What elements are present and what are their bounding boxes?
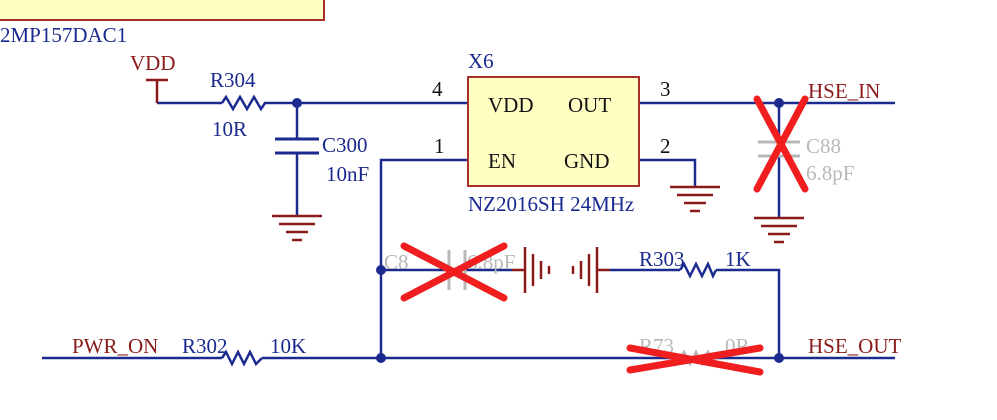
c88-ref: C88: [806, 134, 841, 158]
r303-symbol: [678, 260, 718, 280]
top-cut-component-body: [0, 0, 325, 21]
wires: [42, 101, 895, 360]
x6-pin-gnd: GND: [564, 149, 610, 173]
dnp-cross-c88: [753, 95, 809, 193]
junction-dot: [774, 353, 784, 363]
x6-pin2-num: 2: [660, 134, 671, 158]
ground-c88: [754, 216, 804, 244]
wire-en-net: [379, 158, 468, 358]
c300-value: 10nF: [326, 162, 369, 186]
r302-value: 10K: [270, 334, 306, 358]
oscillator-x6: X6 NZ2016SH 24MHz 4 1 3 2 VDD OUT EN GND: [432, 49, 671, 216]
net-labels: HSE_IN HSE_OUT PWR_ON: [72, 79, 902, 358]
junction-dot: [292, 98, 302, 108]
x6-pin3-num: 3: [660, 77, 671, 101]
r303-value: 1K: [725, 247, 751, 271]
junction-dot: [376, 353, 386, 363]
capacitor-c300: C300 10nF: [275, 133, 369, 186]
wire-x6-gnd: [639, 158, 697, 187]
junction-dot: [774, 98, 784, 108]
vdd-power-port: VDD: [130, 51, 176, 103]
r303-ref: R303: [639, 247, 685, 271]
dnp-cross-c87: [400, 242, 508, 302]
r302-ref: R302: [182, 334, 228, 358]
x6-part: NZ2016SH 24MHz: [468, 192, 634, 216]
c88-value: 6.8pF: [806, 161, 854, 185]
junction-dot: [376, 265, 386, 275]
r302-symbol: [220, 349, 263, 367]
ground-x6: [670, 185, 720, 213]
resistor-r302: R302 10K: [182, 334, 306, 367]
net-label-hse-out: HSE_OUT: [808, 334, 902, 358]
x6-pin-en: EN: [488, 149, 516, 173]
c87-ref: C8: [384, 250, 409, 274]
c300-ref: C300: [322, 133, 368, 157]
junctions: [292, 98, 784, 363]
x6-pin-out: OUT: [568, 93, 611, 117]
x6-body: [467, 76, 640, 187]
dnp-cross-r73: [626, 344, 764, 376]
net-label-pwr-on: PWR_ON: [72, 334, 158, 358]
r304-symbol: [220, 94, 268, 112]
ground-c87-right: [512, 247, 551, 293]
capacitor-c88: C88 6.8pF: [758, 134, 854, 185]
resistor-r303: R303 1K: [639, 247, 751, 280]
x6-ref: X6: [468, 49, 494, 73]
ground-c300: [272, 214, 322, 242]
x6-pin-vdd: VDD: [488, 93, 534, 117]
vdd-port-symbol: [146, 78, 168, 103]
wire-r303-right: [716, 268, 781, 358]
x6-pin1-num: 1: [434, 134, 445, 158]
dnp-crosses: [400, 95, 809, 376]
top-cut-component: 2MP157DAC1: [0, 0, 325, 47]
r304-value: 10R: [212, 117, 247, 141]
vdd-label: VDD: [130, 51, 176, 75]
r304-ref: R304: [210, 68, 256, 92]
top-cut-component-label: 2MP157DAC1: [0, 23, 127, 47]
x6-pin4-num: 4: [432, 77, 443, 101]
net-label-hse-in: HSE_IN: [808, 79, 880, 103]
ground-r303-left: [571, 247, 610, 293]
resistor-r304: R304 10R: [210, 68, 268, 141]
